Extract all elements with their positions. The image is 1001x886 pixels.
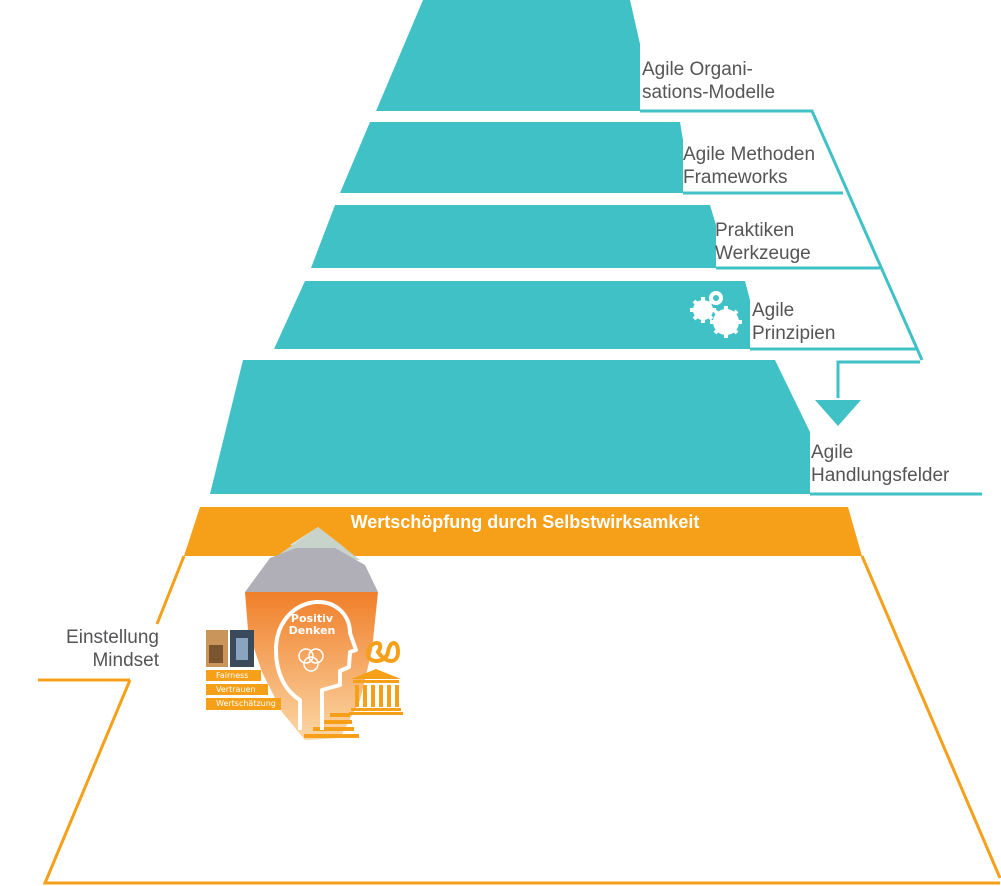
gears-icon (690, 291, 742, 338)
head-text-line: Denken (288, 624, 336, 637)
value-vertrauen: Vertrauen (216, 685, 256, 694)
head-text-line: Positiv (290, 612, 334, 625)
value-wertschaetzung: Wertschätzung (216, 699, 276, 708)
mindset-outline (38, 555, 1001, 885)
label-line: Agile Methoden (683, 144, 816, 165)
tier-organisations-modelle (376, 0, 640, 111)
tier-handlungsfelder (210, 360, 810, 494)
label-line: Agile (752, 300, 795, 321)
connector-lines (640, 109, 982, 496)
label-line: Praktiken (715, 220, 795, 241)
value-fairness: Fairness (216, 671, 249, 680)
label-prinzipien: Agile Prinzipien (752, 299, 835, 345)
label-line: Agile (811, 442, 854, 463)
label-methoden-frameworks: Agile Methoden Frameworks (683, 143, 815, 189)
label-line: Mindset (92, 650, 159, 671)
down-arrow (815, 400, 861, 426)
label-handlungsfelder: Agile Handlungsfelder (811, 441, 949, 487)
tier-praktiken-werkzeuge (311, 205, 716, 268)
tier-prinzipien (274, 281, 750, 349)
label-praktiken-werkzeuge: Praktiken Werkzeuge (715, 219, 811, 265)
venn-icon (298, 648, 324, 672)
tier-methoden-frameworks (340, 122, 683, 193)
label-line: Prinzipien (752, 323, 836, 344)
label-line: sations-Modelle (642, 82, 776, 103)
label-organisations-modelle: Agile Organi- sations-Modelle (642, 58, 775, 104)
head-icon (274, 599, 358, 730)
value-banner (184, 507, 862, 556)
label-line: Handlungsfelder (811, 465, 950, 486)
label-line: Agile Organi- (642, 59, 753, 80)
label-mindset: Einstellung Mindset (46, 626, 159, 672)
label-line: Werkzeuge (715, 243, 811, 264)
label-line: Frameworks (683, 167, 788, 188)
value-bars (206, 670, 281, 710)
label-line: Einstellung (66, 627, 159, 648)
photo-icon (206, 630, 254, 667)
infinity-icon (365, 641, 401, 663)
temple-icon (349, 669, 403, 715)
banner-title: Wertschöpfung durch Selbstwirksamkeit (350, 512, 700, 532)
head-text: Positiv Denken (280, 613, 344, 637)
